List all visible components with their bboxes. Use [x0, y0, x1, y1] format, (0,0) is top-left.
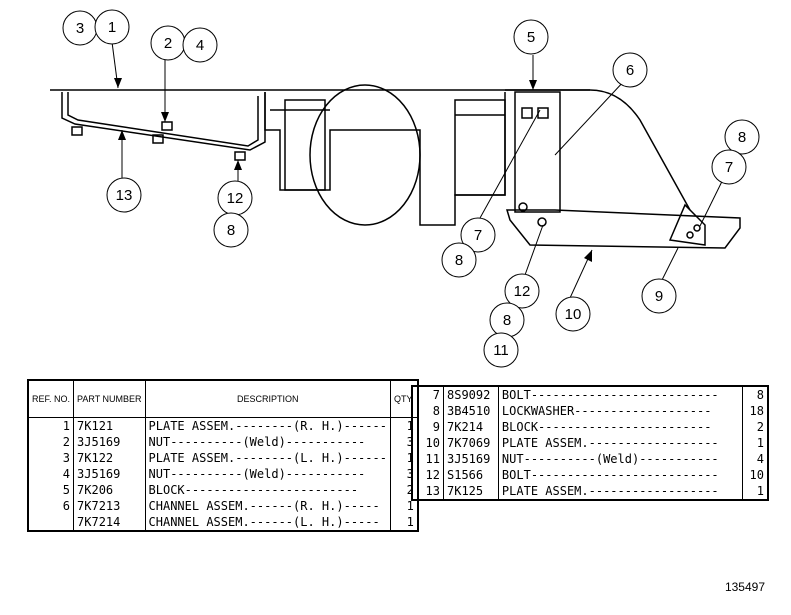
callout-7-right: 7 — [711, 149, 747, 185]
block-5-b — [537, 107, 549, 119]
header-ref-no: REF. NO. — [27, 379, 75, 418]
svg-text:1: 1 — [108, 19, 116, 36]
bolt-13-head — [71, 126, 83, 136]
bolt-8-hole — [693, 224, 701, 232]
callout-7-center: 7 — [460, 217, 496, 253]
bolt-12-head — [234, 151, 246, 161]
housing-flange-left — [284, 99, 326, 191]
callout-5: 5 — [513, 19, 549, 55]
callout-4: 4 — [182, 27, 218, 63]
svg-text:8: 8 — [227, 222, 235, 239]
svg-text:8: 8 — [455, 252, 463, 269]
svg-text:11: 11 — [493, 342, 509, 359]
left-guard-inner — [67, 92, 259, 147]
bolt-hole-b — [537, 217, 547, 227]
callout-2: 2 — [150, 25, 186, 61]
svg-text:7: 7 — [474, 227, 482, 244]
bottom-plate-10 — [505, 209, 741, 249]
svg-text:4: 4 — [196, 37, 204, 54]
callout-12-center: 12 — [504, 273, 540, 309]
header-part-number: PART NUMBER — [73, 379, 146, 418]
svg-text:10: 10 — [565, 306, 582, 323]
svg-text:6: 6 — [626, 62, 634, 79]
callout-13: 13 — [106, 177, 142, 213]
bolt-head-a — [152, 134, 164, 144]
transmission-housing — [264, 92, 506, 226]
callout-1: 1 — [94, 9, 130, 45]
svg-text:8: 8 — [503, 312, 511, 329]
header-description: DESCRIPTION — [144, 379, 391, 418]
block-9 — [668, 203, 706, 246]
callout-8-center: 8 — [441, 242, 477, 278]
housing-flange-right — [454, 99, 506, 196]
rear-guard-outline — [505, 89, 691, 211]
figure-number: 135497 — [724, 580, 765, 594]
callout-6: 6 — [612, 52, 648, 88]
converter-housing — [309, 84, 421, 226]
callout-3: 3 — [62, 10, 98, 46]
callout-9: 9 — [641, 278, 677, 314]
svg-text:5: 5 — [527, 29, 535, 46]
channel-assembly-6 — [514, 91, 561, 213]
block-5-a — [521, 107, 533, 119]
svg-text:3: 3 — [76, 20, 84, 37]
callout-11: 11 — [483, 332, 519, 368]
svg-text:12: 12 — [514, 283, 531, 300]
svg-text:12: 12 — [227, 190, 244, 207]
svg-text:2: 2 — [164, 35, 172, 52]
parts-table-header: REF. NO. PART NUMBER DESCRIPTION QTY. — [27, 379, 419, 418]
callout-12-left: 12 — [217, 180, 253, 216]
callout-10: 10 — [555, 296, 591, 332]
svg-text:8: 8 — [738, 129, 746, 146]
callout-8-right: 8 — [724, 119, 760, 155]
bolt-7-hole — [686, 231, 694, 239]
callout-8-left: 8 — [213, 212, 249, 248]
exploded-parts-diagram: 3 1 2 4 5 6 8 7 13 12 8 7 8 12 8 11 10 9 — [50, 9, 760, 368]
nut-2-head — [161, 121, 173, 131]
svg-text:13: 13 — [116, 187, 133, 204]
bolt-hole-a — [518, 202, 528, 212]
svg-text:9: 9 — [655, 288, 663, 305]
svg-text:7: 7 — [725, 159, 733, 176]
callout-8-bottom: 8 — [489, 302, 525, 338]
